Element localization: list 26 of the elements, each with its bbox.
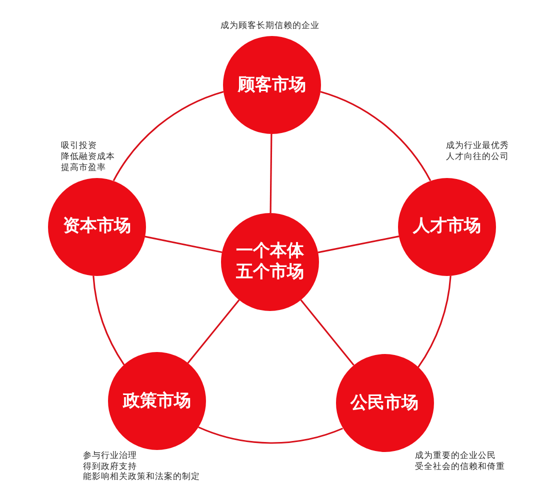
- note-text: 成为顾客长期信赖的企业: [220, 21, 320, 32]
- spoke-line: [270, 134, 272, 213]
- note-text: 受全社会的信赖和倚重: [415, 462, 505, 472]
- hub-label: 一个本体五个市场: [235, 241, 305, 283]
- note-text: 参与行业治理: [83, 451, 137, 462]
- market-label: 公民市场: [350, 392, 419, 414]
- note-text: 成为重要的企业公民: [415, 451, 496, 462]
- spoke-line: [300, 300, 354, 366]
- market-label: 政策市场: [122, 390, 191, 412]
- market-label: 人才市场: [413, 216, 482, 238]
- ring-arc: [92, 276, 125, 366]
- note-text: 得到政府支持: [83, 462, 137, 472]
- note-text: 能影响相关政策和法案的制定: [83, 472, 200, 483]
- ring-arc: [112, 90, 224, 182]
- ring-arc: [198, 426, 343, 444]
- ring-arc: [417, 276, 452, 368]
- market-label: 资本市场: [62, 216, 131, 238]
- market-label: 顾客市场: [238, 74, 306, 96]
- spoke-line: [144, 236, 222, 254]
- note-text: 降低融资成本: [61, 152, 115, 162]
- note-text: 吸引投资: [61, 141, 97, 152]
- note-text: 成为行业最优秀人才向往的公司: [446, 141, 510, 163]
- note-text: 提高市盈率: [61, 163, 106, 174]
- spoke-line: [318, 236, 400, 254]
- spoke-line: [187, 300, 240, 364]
- ring-arc: [320, 90, 432, 182]
